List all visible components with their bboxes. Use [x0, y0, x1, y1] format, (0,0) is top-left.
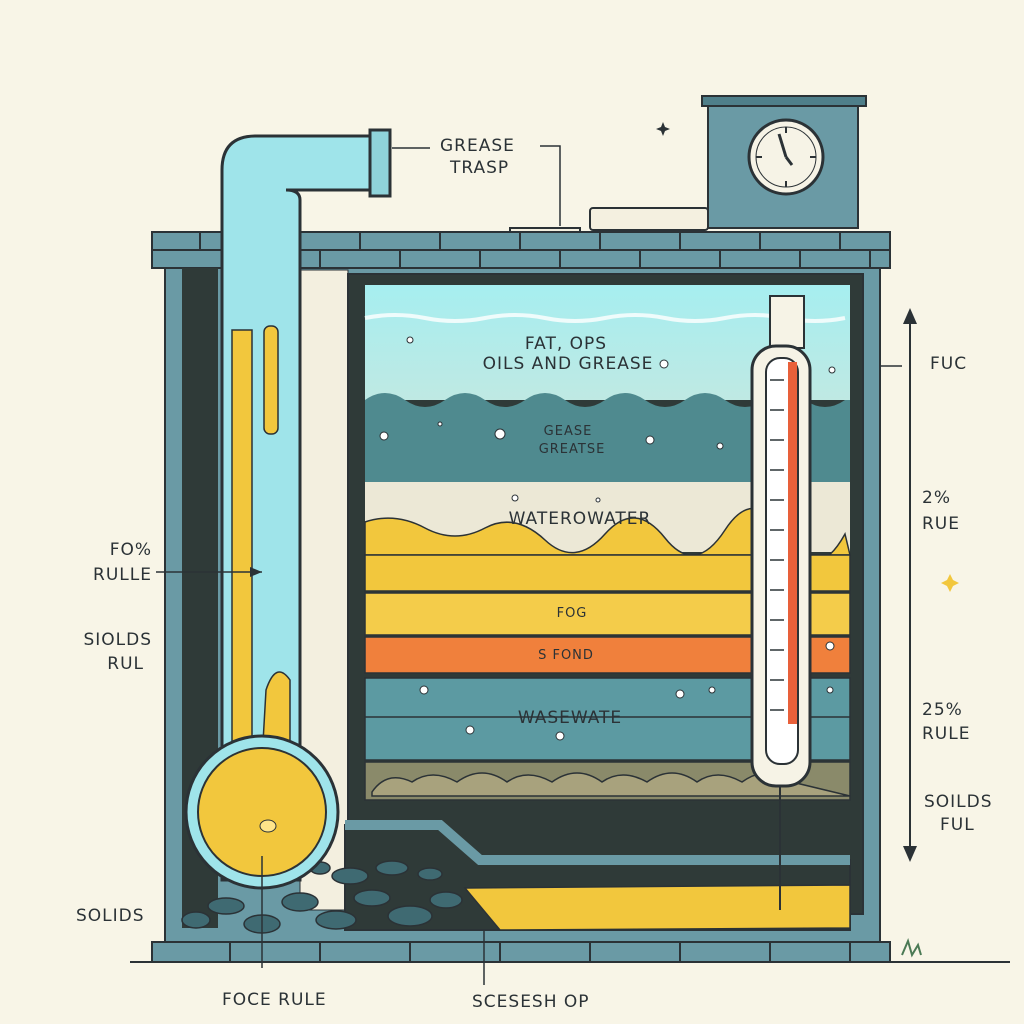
- right-rule2-line2: RUE: [922, 514, 960, 534]
- layer-fat-line1: FAT, OPS: [524, 334, 608, 354]
- left-solids: SOLIDS: [76, 906, 145, 926]
- sparkle-icon: [656, 122, 959, 592]
- right-solids-ful-line1: SOILDS: [924, 792, 993, 812]
- layer-fond-label: S FOND: [538, 648, 594, 663]
- tank-base: [151, 941, 891, 963]
- layer-waste-label: WASEWATE: [517, 708, 623, 728]
- thermometer-icon: [750, 295, 812, 910]
- layer-grease-line1: GEASE: [543, 424, 593, 439]
- leader-lines: [156, 145, 902, 985]
- layer-water-label: WATEROWATER: [508, 509, 652, 529]
- left-fog-rule-line2: RULLE: [93, 565, 152, 585]
- layer-grease: [365, 393, 850, 482]
- left-fog-rule-line1: FO%: [109, 540, 152, 560]
- arrow-icon: [250, 567, 262, 577]
- bottom-scesesh: SCESESH OP: [472, 992, 590, 1012]
- right-rule25-line1: 25%: [922, 700, 963, 720]
- bottom-chamber: [344, 820, 851, 931]
- bubbles: [379, 336, 836, 741]
- clock-icon: [747, 118, 825, 196]
- bottom-foce-rule: FOCE RULE: [222, 990, 327, 1010]
- right-solids-ful-line2: FUL: [940, 815, 975, 835]
- dimension-arrow: [903, 308, 917, 862]
- right-fuc: FUC: [930, 354, 968, 374]
- rocks: [181, 860, 463, 934]
- right-rule2-line1: 2%: [922, 488, 951, 508]
- layer-fog-label: FOG: [556, 606, 588, 621]
- right-rule25-line2: RULE: [922, 724, 971, 744]
- title-line1: GREASE: [440, 136, 515, 156]
- layer-fat-line2: OILS AND GREASE: [482, 354, 654, 374]
- left-solids-rul-line2: RUL: [107, 654, 144, 674]
- layer-grease-line2: GREATSE: [538, 442, 606, 457]
- pipe-icon: [184, 128, 392, 890]
- left-solids-rul-line1: SIOLDS: [83, 630, 152, 650]
- title-line2: TRASP: [450, 158, 510, 178]
